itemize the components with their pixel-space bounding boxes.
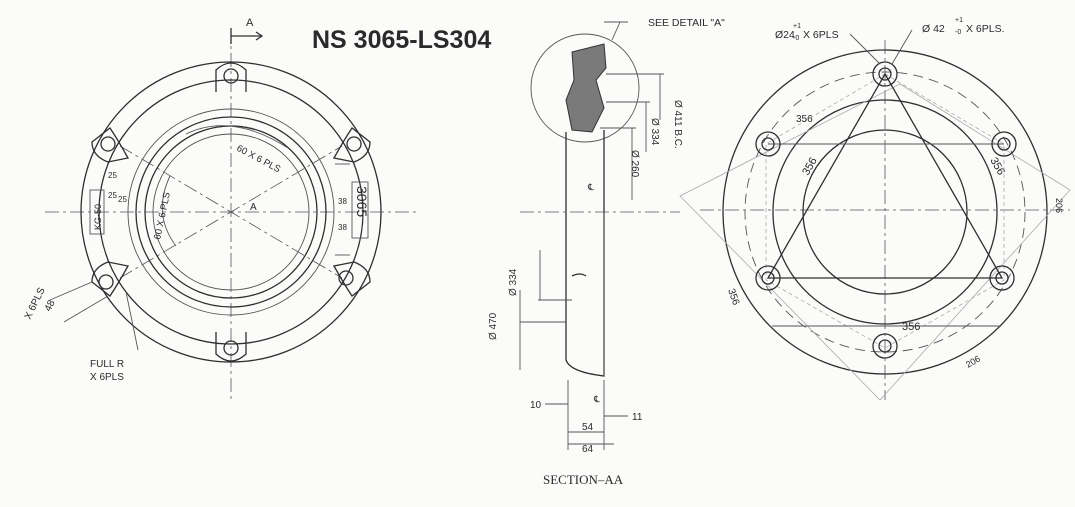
hole-upper-right [991,131,1017,157]
lug-top [215,62,247,92]
cl-mark-2: ℄ [593,394,600,404]
full-r-label: FULL R [90,359,124,370]
cl-mark-1: ℄ [587,182,594,192]
hole-42-tol-upper: +1 [955,17,963,24]
dim-48: 48 [43,298,58,313]
drawing-title: NS 3065-LS304 [312,26,491,54]
lug-upper-right [332,127,371,163]
detail-circle [530,33,640,143]
hole-42-tol-lower: -0 [955,29,961,36]
hole-lower-left [755,265,781,291]
hole-bottom [872,333,898,359]
dim-38b: 38 [338,223,347,232]
dim-64: 64 [582,444,594,455]
slot-callout-2: 60 X 6 PLS [152,191,173,240]
lug-lower-left [91,261,130,297]
dim-356-left: 356 [800,156,820,178]
dia-411: Ø 411 B.C. [672,100,683,149]
hole-24-count: X 6PLS [803,29,839,41]
hole-24-label: Ø24 [775,29,795,41]
full-r-count: X 6PLS [90,372,124,383]
dim-356-top: 356 [796,114,813,125]
bolt-triangle [766,72,1004,279]
hole-view: Ø24 +1 -0 X 6PLS Ø 42 +1 -0 X 6PLS. 356 … [679,17,1071,401]
dim-206-bottom: 206 [964,354,982,370]
hole-upper-left [755,131,781,157]
lug-bottom [215,332,247,362]
dia-334-top: Ø 334 [649,118,660,146]
hole-top [872,61,898,87]
section-caption: SECTION–AA [543,472,624,487]
hole-24-tol-lower: -0 [793,35,799,42]
center-marker: A [250,202,257,213]
dim-25a: 25 [108,171,117,180]
lug-count-label: X 6PLS [23,286,48,322]
section-profile [565,43,607,133]
hole-view-bore [802,129,968,295]
marking-right: 3065 [354,186,370,217]
dia-470: Ø 470 [488,312,499,340]
hole-42-count: X 6PLS. [966,23,1005,35]
section-marker: A [246,17,254,29]
dim-10: 10 [530,400,542,411]
dia-260: Ø 260 [629,150,640,178]
dim-356-bottom: 356 [902,321,920,333]
detail-callout: SEE DETAIL "A" [648,17,725,29]
hole-view-outer-rim [722,49,1048,375]
hole-42-label: Ø 42 [922,23,945,35]
dim-356-diag: 356 [725,287,741,307]
dim-25b: 25 [108,191,117,200]
lug-lower-right [332,261,371,297]
outer-rim [80,61,382,363]
lug-upper-left [91,127,130,163]
hole-lower-right [989,265,1015,291]
section-view: SEE DETAIL "A" Ø 411 B.C. Ø 334 Ø 260 ℄ … [488,17,725,487]
dim-25c: 25 [118,195,127,204]
dim-54: 54 [582,422,594,433]
hole-24-tol-upper: +1 [793,23,801,30]
dim-206-right: 206 [1054,198,1064,213]
marking-left: KG-50 [93,204,103,230]
front-view: A A 60 X 6 PLS 60 X 6 PLS KG-50 3065 25 … [23,17,418,400]
dim-11: 11 [632,412,643,423]
dim-38a: 38 [338,197,347,206]
dia-334-bottom: Ø 334 [508,268,519,296]
